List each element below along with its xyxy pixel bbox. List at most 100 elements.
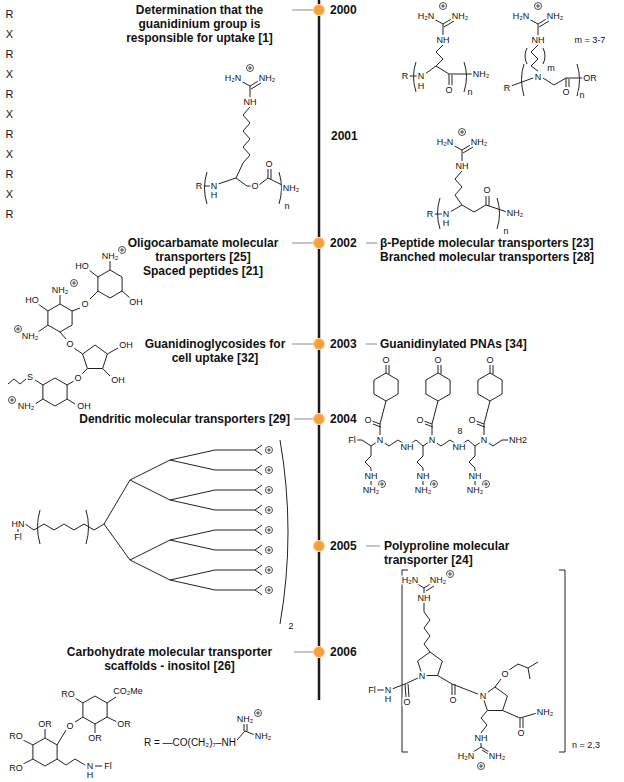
atom-label: O — [561, 88, 570, 97]
atom-label: Fl — [13, 533, 23, 542]
atom-label: N — [210, 182, 219, 191]
sequence-column: R X R X R X R X R X R — [4, 4, 15, 224]
atom-label: Fl — [367, 686, 377, 695]
atom-label: N — [418, 672, 427, 681]
atom-label: 2 — [287, 622, 294, 631]
charge-symbol — [266, 587, 273, 594]
atom-label: H — [384, 695, 393, 704]
sugar-ring — [43, 378, 67, 406]
atom-label: NH₂ — [101, 252, 120, 261]
atom-label: OR — [116, 720, 132, 729]
atom-label: NH₂ — [236, 715, 255, 724]
atom-label: NH — [416, 472, 431, 481]
atom-label: N — [428, 436, 437, 445]
atom-label: NH — [468, 472, 483, 481]
milestone-label: Determination that the guanidinium group… — [112, 3, 287, 45]
atom-label: NH₂ — [282, 184, 301, 193]
milestone-label: Branched molecular transporters [28] — [380, 250, 620, 264]
atom-label: O — [415, 416, 424, 425]
atom-label: NH₂ — [546, 12, 565, 21]
atom-label: O — [500, 670, 509, 679]
year-dot: 2005 — [313, 540, 325, 552]
charge-symbol — [266, 567, 273, 574]
dendrimer-bonds — [18, 440, 288, 624]
milestone-label: Guanidinylated PNAs [34] — [380, 337, 620, 351]
atom-label: n = 2,3 — [571, 741, 601, 750]
thymine-ring — [426, 373, 450, 401]
atom-label: HO — [24, 296, 40, 305]
atom-label: NH₂ — [466, 486, 485, 495]
charge-symbol — [266, 527, 273, 534]
leader-line — [292, 10, 380, 652]
atom-label: NH — [531, 36, 546, 45]
atom-label: OH — [128, 298, 144, 307]
charge-symbol — [535, 3, 542, 10]
atom-label: H — [86, 771, 95, 780]
oligocarbamate-structure — [203, 80, 284, 204]
atom-label: OR — [87, 734, 103, 743]
atom-label: NH₂ — [488, 752, 507, 761]
atom-label: O — [65, 340, 74, 349]
charge-symbol — [266, 467, 273, 474]
leader-lines — [292, 10, 380, 652]
charge-symbol — [266, 487, 273, 494]
timeline-axis-end — [318, 0, 321, 700]
charge-symbol — [266, 447, 273, 454]
atom-label: N — [479, 692, 488, 701]
timeline-segment — [318, 16, 321, 237]
year-label: 2000 — [330, 3, 357, 17]
atom-label: O — [516, 729, 525, 738]
timeline-segment — [318, 350, 321, 413]
atom-label: R — [426, 210, 435, 219]
charge-symbol — [266, 547, 273, 554]
charge-symbol — [440, 3, 447, 10]
atom-label: NH₂ — [429, 576, 448, 585]
year-dot: 2003 — [313, 338, 325, 350]
atom-label: R — [195, 182, 204, 191]
atom-label: H — [417, 82, 426, 91]
atom-label: RO — [60, 690, 76, 699]
atom-label: N — [417, 72, 426, 81]
polyproline-bonds — [377, 570, 565, 755]
atom-label: 8 — [456, 427, 463, 436]
atom-label: H₂N — [224, 74, 243, 83]
atom-label: RO — [8, 764, 24, 773]
atom-label: CO₂Me — [112, 687, 144, 696]
atom-label: N — [442, 210, 451, 219]
atom-label: O — [250, 182, 259, 191]
atom-label: NH₂ — [254, 732, 273, 741]
atom-label: H₂N — [436, 138, 455, 147]
atom-label: N — [86, 762, 95, 771]
atom-label: O — [482, 186, 491, 195]
year-dot: 2004 — [313, 413, 325, 425]
atom-label: NH — [400, 443, 415, 452]
charge-symbol — [9, 397, 16, 404]
atom-label: NH₂ — [472, 70, 491, 79]
atom-label: NH — [417, 594, 432, 603]
atom-label: O — [467, 416, 476, 425]
inositol-bonds — [23, 697, 255, 766]
atom-label: O — [80, 300, 89, 309]
atom-label: O — [264, 160, 273, 169]
atom-label: n — [502, 227, 509, 236]
atom-label: O — [73, 374, 82, 383]
atom-label: H₂N — [457, 752, 476, 761]
milestone-label: Oligocarbamate molecular transporters [2… — [118, 236, 288, 264]
glycoside-bonds — [8, 261, 130, 404]
atom-label: NH₂ — [362, 486, 381, 495]
atom-label: H₂N — [512, 12, 531, 21]
atom-label: O — [402, 698, 411, 707]
atom-label: HO — [74, 262, 90, 271]
sugar-ring — [83, 345, 108, 369]
atom-label: m — [546, 64, 556, 73]
charge-symbol — [119, 247, 126, 254]
atom-label: O — [444, 86, 453, 95]
year-dot: 2002 — [313, 237, 325, 249]
milestone-label: Spaced peptides [21] — [118, 264, 288, 278]
atom-label: NH₂ — [51, 286, 70, 295]
year-label: 2002 — [330, 236, 357, 250]
atom-label: H — [210, 191, 219, 200]
atom-label: R — [503, 84, 512, 93]
